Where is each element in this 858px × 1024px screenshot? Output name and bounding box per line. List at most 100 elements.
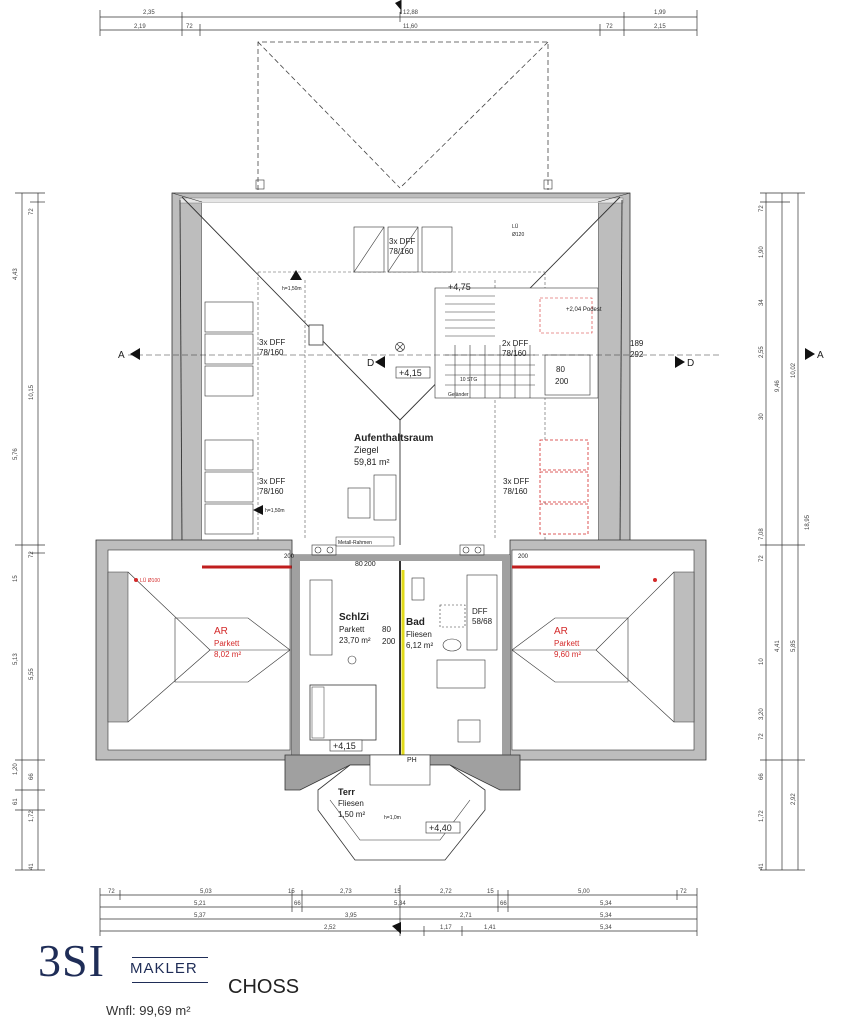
door-dim-200-right: 200 — [518, 554, 529, 560]
roof-windows-left-lower — [204, 439, 254, 535]
dff-left-upper-size: 78/160 — [259, 348, 284, 357]
top-dim-7: 72 — [606, 24, 613, 30]
roof-windows-top — [353, 226, 453, 273]
svg-text:5,55: 5,55 — [29, 668, 35, 680]
top-dim-3: 1,99 — [654, 10, 666, 16]
top-dimension-chain — [99, 10, 698, 36]
dff-right-lower-size: 78/160 — [503, 487, 528, 496]
left-dim-labels: 72 4,43 10,15 5,76 72 15 5,13 5,55 1,20 … — [13, 208, 35, 870]
svg-text:15: 15 — [487, 889, 494, 895]
svg-text:66: 66 — [500, 901, 507, 907]
svg-text:72: 72 — [759, 555, 765, 562]
north-arrow-bottom — [392, 922, 401, 934]
svg-text:41: 41 — [759, 863, 765, 870]
svg-text:5,03: 5,03 — [200, 889, 212, 895]
top-dim-6: 11,60 — [403, 24, 418, 30]
svg-text:66: 66 — [294, 901, 301, 907]
h10m-label: h=1,0m — [384, 815, 401, 821]
staircase — [434, 287, 599, 399]
washbasin — [442, 638, 462, 652]
left-ar-roof — [95, 539, 293, 761]
svg-text:5,34: 5,34 — [600, 913, 612, 919]
svg-text:61: 61 — [13, 798, 19, 805]
lu-label: LÜ — [512, 223, 519, 230]
svg-text:15: 15 — [288, 889, 295, 895]
stair-dim-200: 200 — [555, 377, 569, 386]
room-area-ar-right: 9,60 m² — [554, 650, 581, 659]
room-name-terr: Terr — [338, 787, 355, 797]
room-name-ar-right: AR — [554, 626, 568, 637]
dff-top-label: 3x DFF — [389, 237, 415, 246]
section-a-right: A — [817, 350, 824, 361]
svg-text:2,92: 2,92 — [791, 793, 797, 805]
svg-text:2,55: 2,55 — [759, 346, 765, 358]
svg-text:3,95: 3,95 — [345, 913, 357, 919]
level-475: +4,75 — [448, 282, 471, 292]
section-d-left-icon — [375, 356, 385, 368]
dff-stair: 2x DFF — [502, 339, 528, 348]
toilet — [411, 577, 425, 601]
knee-wall-lines — [257, 271, 546, 540]
lu-ar-left: LÜ Ø100 — [140, 577, 160, 584]
svg-text:5,34: 5,34 — [600, 901, 612, 907]
top-dim-1: 2,35 — [143, 10, 155, 16]
bottom-dim-labels: 72 5,03 15 2,73 15 2,72 15 5,00 72 5,21 … — [108, 889, 687, 931]
svg-text:1,41: 1,41 — [484, 925, 496, 931]
north-arrow-top — [395, 0, 402, 14]
dff-bad: DFF — [472, 607, 488, 616]
height-marker-icon — [253, 505, 263, 515]
lu-ar-left-icon — [134, 578, 138, 582]
top-dim-8: 2,15 — [654, 24, 666, 30]
room-area-ar-left: 8,02 m² — [214, 650, 241, 659]
roof-overhang-outline — [257, 41, 549, 190]
level-415-center: +4,15 — [399, 368, 422, 378]
svg-text:4,41: 4,41 — [775, 640, 781, 652]
metall-rahmen: Metall-Rahmen — [338, 540, 372, 546]
roof-windows-right-lower — [539, 439, 589, 535]
schlzi-dim-200: 200 — [382, 637, 396, 646]
svg-text:72: 72 — [680, 889, 687, 895]
room-floor-schlzi: Parkett — [339, 625, 365, 634]
room-name-aufenthalt: Aufenthaltsraum — [354, 433, 434, 444]
dff-left-upper: 3x DFF — [259, 338, 285, 347]
ph-label: PH — [407, 757, 417, 764]
dim-292: 292 — [630, 350, 644, 359]
svg-text:72: 72 — [759, 733, 765, 740]
section-a-right-icon — [805, 348, 815, 360]
svg-text:34: 34 — [759, 299, 765, 306]
section-a-left-icon — [130, 348, 140, 360]
svg-text:2,73: 2,73 — [340, 889, 352, 895]
h150b-label: h=1,50m — [265, 508, 285, 514]
svg-text:10,02: 10,02 — [791, 362, 797, 378]
top-dim-4: 2,19 — [134, 24, 146, 30]
svg-text:5,85: 5,85 — [791, 640, 797, 652]
svg-text:5,21: 5,21 — [194, 901, 206, 907]
lu-dia: Ø120 — [512, 232, 524, 238]
svg-text:72: 72 — [29, 551, 35, 558]
h150-label: h=1,50m — [282, 286, 302, 292]
room-area-bad: 6,12 m² — [406, 641, 433, 650]
top-dim-2: 12,88 — [403, 10, 419, 16]
living-area-label: Wnfl: 99,69 m² — [106, 1003, 191, 1018]
bathtub — [466, 574, 498, 651]
svg-text:72: 72 — [108, 889, 115, 895]
room-area-aufenthalt: 59,81 m² — [354, 457, 390, 467]
svg-text:3,20: 3,20 — [759, 708, 765, 720]
svg-text:4,43: 4,43 — [13, 268, 19, 280]
svg-text:1,72: 1,72 — [759, 810, 765, 822]
right-ar-roof — [509, 539, 707, 761]
dff-top-size: 78/160 — [389, 247, 414, 256]
svg-text:7,08: 7,08 — [759, 528, 765, 540]
svg-text:5,13: 5,13 — [13, 653, 19, 665]
lu-ar-right-icon — [653, 578, 657, 582]
dff-left-lower: 3x DFF — [259, 477, 285, 486]
brand-line-bottom — [132, 982, 208, 983]
room-floor-terr: Fliesen — [338, 799, 364, 808]
stair-dim-80: 80 — [556, 365, 565, 374]
dff-stair-size: 78/160 — [502, 349, 527, 358]
svg-text:41: 41 — [29, 863, 35, 870]
svg-text:1,72: 1,72 — [29, 810, 35, 822]
room-floor-bad: Fliesen — [406, 630, 432, 639]
svg-text:18,95: 18,95 — [805, 514, 811, 530]
schlzi-dim-80: 80 — [382, 625, 391, 634]
